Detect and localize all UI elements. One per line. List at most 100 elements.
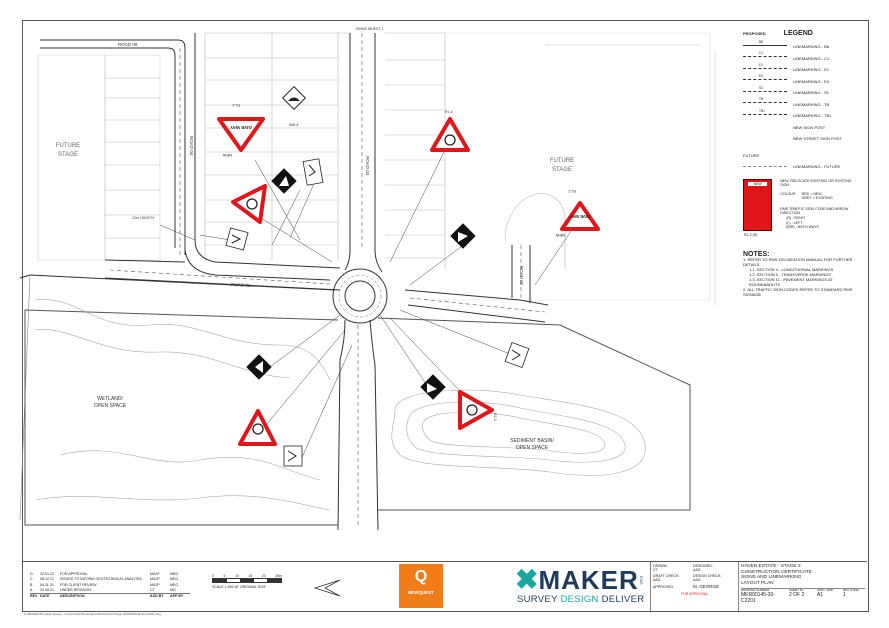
legend-item: NEW STREET SIGN POST	[743, 133, 861, 145]
legend-line-sample: C1	[743, 51, 787, 63]
sign-key-code: R1-2 (R)	[744, 232, 758, 237]
wetland-label-line2: OPEN SPACE	[94, 403, 127, 409]
sign-code-r12-top: R1-2	[232, 103, 240, 107]
sign-key-dir-2: (B/R) : BOTH WAYS	[786, 225, 819, 230]
keep-left-sign-mid	[225, 227, 249, 251]
scale-tick: 10	[235, 574, 239, 578]
keep-left-sign-bottom-right	[504, 342, 530, 368]
revision-date: 20.08.21	[40, 587, 54, 592]
direction-sign-right	[450, 223, 476, 249]
sign-key-desc1: NEW, RELOCATE EXISTING OR EXISTING SIGN	[780, 178, 852, 188]
sign-key-swatch: NEW R1-2 (R)	[743, 178, 773, 237]
scale-tick: 15	[248, 574, 253, 578]
legend-item: NEW SIGN POST	[743, 122, 861, 134]
company-logo: ✖ MAKER ENG SURVEY DESIGN DELIVER	[515, 566, 675, 606]
project-line-3: SIGNS AND LINEMARKING	[741, 575, 802, 581]
file-path: C:\MKR00145 Haven Estate - Construction\…	[24, 612, 161, 616]
design-check-label: DESIGN CHECK:	[693, 573, 722, 578]
roundabout-sign-bottom-right	[458, 390, 494, 430]
designed-value: AAG	[693, 568, 701, 573]
revision-by: CT	[150, 587, 155, 592]
legend-future-label: FUTURE	[743, 152, 760, 158]
roundabout-sign-top	[430, 117, 470, 152]
notes-title: NOTES:	[743, 251, 770, 258]
legend-label: LINEMARKING - TB	[793, 101, 830, 107]
north-arrow	[313, 579, 341, 597]
project-line-2: CONSTRUCTION CERTIFICATE	[741, 569, 812, 575]
project-line-1: HAVEN ESTATE - STAGE 2	[741, 564, 801, 569]
legend-code: E1	[759, 62, 763, 67]
future-stage-right-line1: FUTURE	[550, 158, 574, 164]
give-way-text-right: GIVE WAY	[570, 214, 591, 219]
sign-code-r11-mid: R1-4	[445, 110, 453, 114]
note-3: 1.3. SECTION 11 - PAVEMENT MARKINGS AT R…	[749, 277, 833, 287]
designed-label: DESIGNED:	[693, 564, 713, 568]
design-check-value: AAG	[693, 578, 701, 583]
roundabout-sign-mid	[231, 184, 267, 224]
road-03-label: ROAD 03	[365, 156, 370, 176]
legend-code: C1	[759, 51, 764, 56]
revision-app: MEG	[170, 572, 179, 576]
client-name: NEWQUEST	[407, 590, 434, 595]
legend-line-sample: TB1	[743, 109, 787, 121]
scale-tick: 20	[261, 574, 266, 578]
legend-line-sample	[743, 124, 787, 130]
approved-label: APPROVED:	[653, 584, 674, 589]
revision-desc: ISSUED TO INFORM GEOTECHNICAL ANALYSIS	[60, 577, 142, 582]
sign-key-colour-grey: GREY = EXISTING	[801, 196, 833, 201]
sign-key-desc2: RMS TRAFFIC SIGN CODE AND ARROW DIRECTIO…	[780, 206, 849, 216]
revision-desc: FOR CLIENT REVIEW	[60, 582, 97, 587]
legend-label: LINEMARKING - E4	[793, 78, 830, 84]
keep-left-sign-bottom	[283, 445, 303, 467]
drawing-frame	[22, 20, 869, 612]
tagline-deliver: DELIVER	[601, 594, 645, 605]
legend-item: TB1 LINEMARKING - TB1	[743, 109, 861, 122]
revision-rev: A	[30, 587, 33, 592]
legend-code: S1	[759, 85, 763, 90]
sign-key-colour-red: RED = NEW	[801, 191, 822, 196]
legend-title: LEGEND	[783, 30, 813, 37]
note-1: 1.1. SECTION 4 - LONGITUDINAL MARKINGS	[749, 267, 834, 272]
legend-label: LINEMARKING - TB1	[793, 113, 832, 119]
drawn-value: CT	[653, 568, 658, 573]
direction-sign-bottom-right	[420, 374, 446, 400]
sheet-value: 2 OF 2	[789, 591, 805, 598]
give-way-text: GIVE WAY	[230, 125, 252, 130]
legend-line-sample	[743, 136, 787, 142]
revision-app: MEG	[170, 582, 179, 587]
revision-desc: FOR APPROVAL	[60, 572, 88, 576]
future-stage-right-line2: STAGE	[552, 167, 572, 173]
ws4-code: W5-4	[289, 122, 299, 127]
revision-date: 08.12.21	[40, 577, 54, 582]
legend-line-sample: TB	[743, 97, 787, 109]
tagline-survey: SURVEY	[517, 594, 561, 605]
project-block: HAVEN ESTATE - STAGE 2 CONSTRUCTION CERT…	[738, 562, 867, 611]
revision-app: MEG	[170, 577, 179, 582]
sediment-basin-label-line1: SEDIMENT BASIN/	[510, 438, 554, 444]
rev-header-by: ASD BY	[150, 594, 164, 599]
roundabout	[332, 268, 388, 324]
notes-panel: NOTES: 1. REFER TO RMS DELINEATION MANUA…	[743, 251, 861, 297]
legend-label: LINEMARKING - E1	[793, 67, 830, 73]
new-tag: NEW	[222, 153, 232, 158]
future-stage-left-line2: STAGE	[58, 152, 78, 158]
scale-tick: 0	[212, 574, 214, 578]
company-suffix: ENG	[638, 575, 644, 585]
road-04-label: ROAD 04	[189, 136, 194, 156]
legend-line-sample: S1	[743, 86, 787, 98]
maker-x-icon: ✖	[515, 564, 539, 595]
client-logo: Q NEWQUEST	[399, 564, 443, 608]
drawing-number: MKR00145-30-C2201	[741, 591, 775, 604]
company-name: MAKER	[538, 565, 639, 595]
drawn-label: DRAWN:	[653, 564, 668, 568]
note-0: 1. REFER TO RMS DELINEATION MANUAL FOR F…	[743, 257, 853, 267]
